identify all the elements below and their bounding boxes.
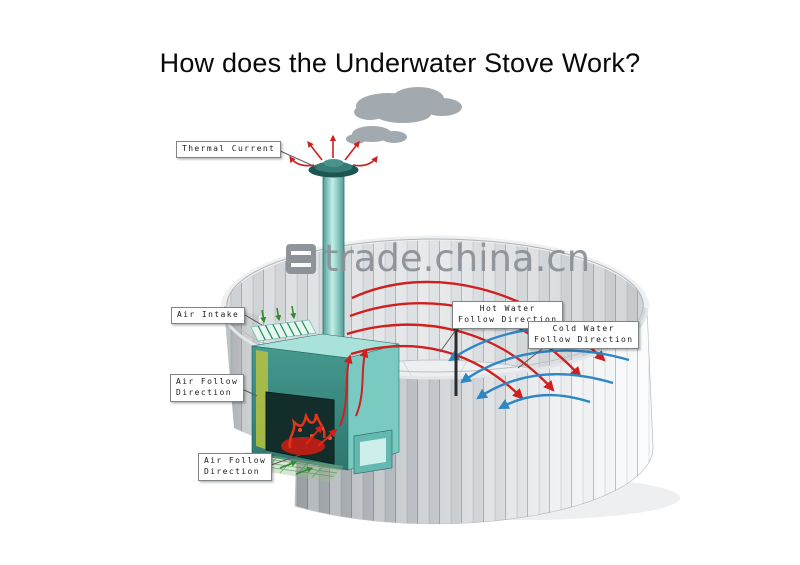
label-cold-water-follow-direction: Cold Water Follow Direction	[528, 321, 640, 349]
label-thermal-current: Thermal Current	[176, 141, 282, 158]
label-hot-water-follow-direction: Hot Water Follow Direction	[452, 301, 564, 329]
label-air-follow-direction-lower: Air Follow Direction	[198, 453, 273, 481]
air-intake-arrows	[260, 305, 314, 475]
callout-leader-lines	[239, 149, 543, 467]
label-air-intake: Air Intake	[171, 307, 246, 324]
label-line: Follow Direction	[534, 334, 634, 344]
chimney	[308, 159, 359, 361]
label-line: Thermal Current	[182, 144, 276, 153]
label-line: Air Intake	[177, 310, 240, 319]
label-line: Air Follow	[176, 377, 239, 386]
label-line: Direction	[176, 387, 232, 397]
label-line: Cold Water	[552, 324, 615, 333]
label-line: Follow Direction	[458, 314, 558, 324]
label-line: Hot Water	[479, 304, 536, 313]
label-line: Air Follow	[204, 456, 267, 465]
steam-clouds	[346, 87, 462, 144]
label-air-follow-direction-upper: Air Follow Direction	[170, 374, 245, 402]
label-line: Direction	[204, 466, 260, 476]
page-title: How does the Underwater Stove Work?	[159, 48, 641, 78]
fire	[281, 411, 338, 455]
